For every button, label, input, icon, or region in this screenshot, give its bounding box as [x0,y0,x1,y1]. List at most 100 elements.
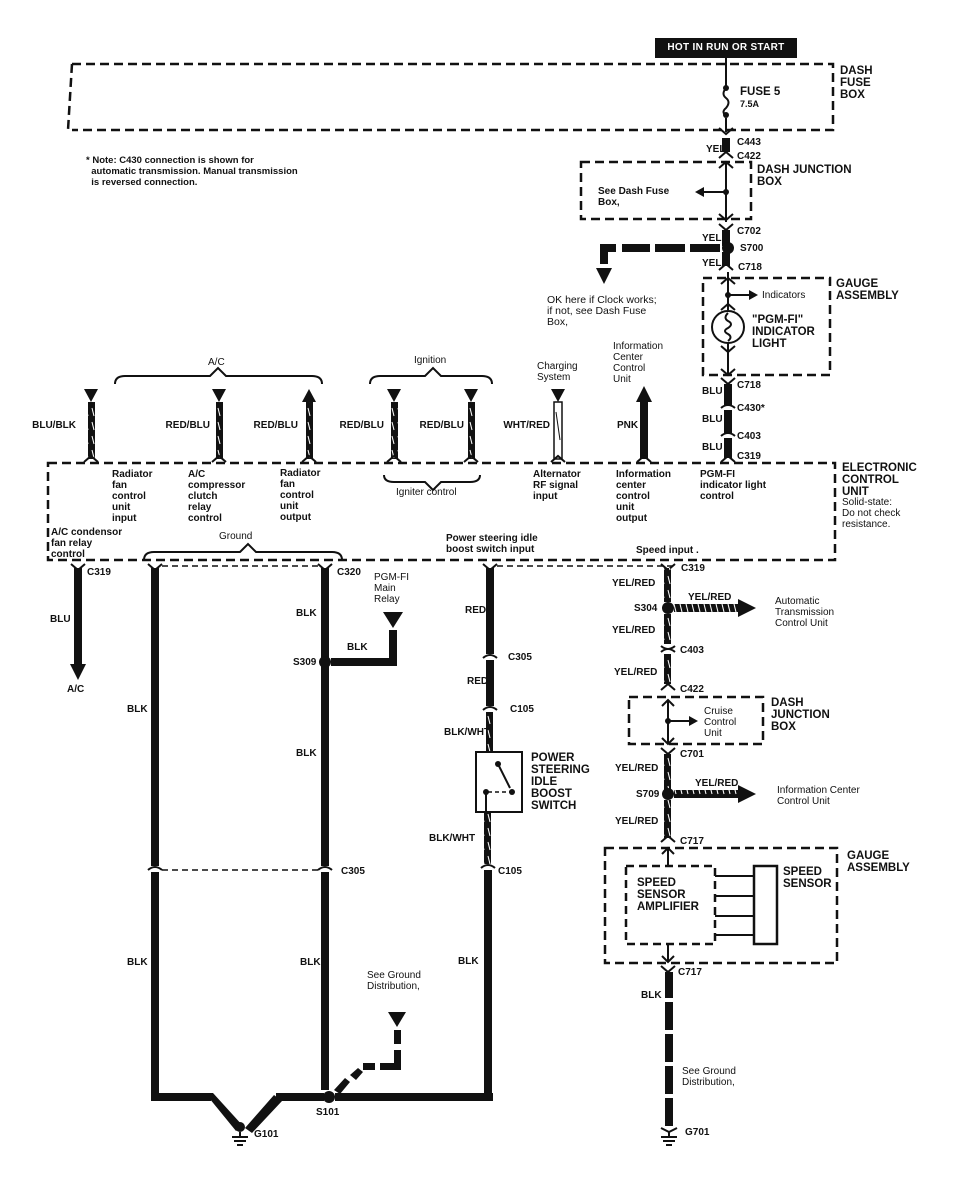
dash-junction-box-label: DASH JUNCTION BOX [757,164,852,188]
indicator-light-label: "PGM-FI" INDICATOR LIGHT [752,314,815,350]
icc-unit-label: Information Center Control Unit [777,785,860,807]
wire-color-red-1: RED [465,605,487,616]
connector-c443: C443 [737,137,761,148]
pin-radiator-fan-output: Radiator fan control unit output [280,468,321,523]
wire-color-red-blu-3: RED/BLU [339,420,384,431]
wire-color-red-blu-2: RED/BLU [253,420,298,431]
connector-c717-bottom: C717 [678,967,702,978]
wire-color-red-blu-4: RED/BLU [419,420,464,431]
wire-color-yel-red-3: YEL/RED [614,667,658,678]
pin-ps-input: Power steering idle boost switch input [446,533,538,555]
speed-sensor-label: SPEED SENSOR [783,866,832,890]
wire-color-blk-mid-2: BLK [300,957,321,968]
connector-c422-speed: C422 [680,684,704,695]
clock-branch [596,244,720,284]
see-ground-right: See Ground Distribution, [682,1066,736,1088]
splice-s304: S304 [634,603,658,614]
wire-color-yel-2: YEL [702,233,722,244]
group-ground: Ground [219,531,253,542]
see-dash-fuse-box: See Dash Fuse Box, [598,186,670,208]
wire-color-red-2: RED [467,676,489,687]
dash-fuse-box-outline [66,62,835,132]
connector-c320: C320 [337,567,361,578]
connector-c105-bottom: C105 [498,866,522,877]
speed-signal-wire [603,563,839,1134]
wire-color-blk-ps: BLK [458,956,479,967]
wire-color-yel-red-1: YEL/RED [612,578,656,589]
dash-fuse-box-label: DASH FUSE BOX [840,65,873,101]
ac-output-label: A/C [67,684,85,695]
connector-c718-bottom: C718 [737,380,761,391]
ac-blu-wire [70,563,86,680]
group-icc-unit: Information Center Control Unit [613,341,664,385]
splice-s700: S700 [740,243,764,254]
indicator-light [711,272,750,377]
connector-c422: C422 [737,151,761,162]
atcu-label: Automatic Transmission Control Unit [775,596,835,629]
wire-color-wht-red: WHT/RED [503,420,550,431]
ps-switch-label: POWER STEERING IDLE BOOST SWITCH [531,752,590,812]
wire-color-blk-wht-2: BLK/WHT [429,833,476,844]
wire-color-blu-3: BLU [702,442,723,453]
connector-c430: C430* [737,403,765,414]
pin-pgmfi-light: PGM-FI indicator light control [700,469,767,502]
splice-s709: S709 [636,789,660,800]
clock-note: OK here if Clock works; if not, see Dash… [547,294,657,328]
g101-ground-symbol [232,1132,248,1146]
connector-c403-speed: C403 [680,645,704,656]
ecu-label: ELECTRONIC CONTROL UNIT [842,462,917,498]
ground-g101: G101 [254,1129,279,1140]
group-ac: A/C [208,357,225,368]
pgmfi-main-relay: PGM-FI Main Relay [374,572,409,605]
brace-group [114,366,493,561]
dash-junction-box-outline [579,160,753,221]
wire-color-blk-left: BLK [127,704,148,715]
wire-color-yel-red-icc: YEL/RED [695,778,739,789]
ecu-top-wires [84,386,652,460]
fuse-name: FUSE 5 [740,86,781,98]
connector-c717-top: C717 [680,836,704,847]
dash-junction-box-mid-label: DASH JUNCTION BOX [771,697,830,733]
gauge-assembly-bottom-label: GAUGE ASSEMBLY [847,850,910,874]
wire-color-blk-g701: BLK [641,990,662,1001]
connector-c105-top: C105 [510,704,534,715]
indicators-label: Indicators [762,290,806,301]
connector-c305-ground: C305 [341,866,365,877]
igniter-control: Igniter control [396,487,457,498]
wire-color-yel-red-5: YEL/RED [615,816,659,827]
wire-color-yel-red-atcu: YEL/RED [688,592,732,603]
wire-color-yel-red-4: YEL/RED [615,763,659,774]
group-ignition: Ignition [414,355,447,366]
wire-color-blu-2: BLU [702,414,723,425]
pin-alternator-rf: Alternator RF signal input [533,469,581,502]
splice-s309: S309 [293,657,317,668]
wire-color-blu-blk: BLU/BLK [32,420,76,431]
pin-ac-compressor-clutch: A/C compressor clutch relay control [188,469,246,524]
group-charging: Charging System [537,361,578,383]
connector-c305-ps: C305 [508,652,532,663]
wire-color-blk-wht-1: BLK/WHT [444,727,491,738]
wire-color-yel-3: YEL [702,258,722,269]
connector-c701: C701 [680,749,704,760]
fuse-5 [722,58,730,132]
blu-wire-pgmfi [720,377,736,463]
wire-color-red-blu-1: RED/BLU [165,420,210,431]
connector-c403-top: C403 [737,431,761,442]
wire-color-blk-mid: BLK [296,748,317,759]
c430-note: * Note: C430 connection is shown for aut… [86,155,298,188]
wire-color-blk-left-2: BLK [127,957,148,968]
pin-speed-input: Speed input . [636,545,699,556]
pin-icc-output: Information center control unit output [616,469,671,524]
ecu-note: Solid-state: Do not check resistance. [842,497,901,530]
wire-color-blk-c320: BLK [296,608,317,619]
connector-c718-top: C718 [738,262,762,273]
wire-color-blu-ac: BLU [50,614,71,625]
wire-color-pnk: PNK [617,420,639,431]
connector-c319-top: C319 [737,451,761,462]
g701-ground-symbol [661,1132,677,1146]
cruise-control-label: Cruise Control Unit [704,706,737,739]
gauge-assembly-top-label: GAUGE ASSEMBLY [836,278,899,302]
power-status-label: HOT IN RUN OR START [655,38,797,58]
ground-wires [147,563,493,1133]
